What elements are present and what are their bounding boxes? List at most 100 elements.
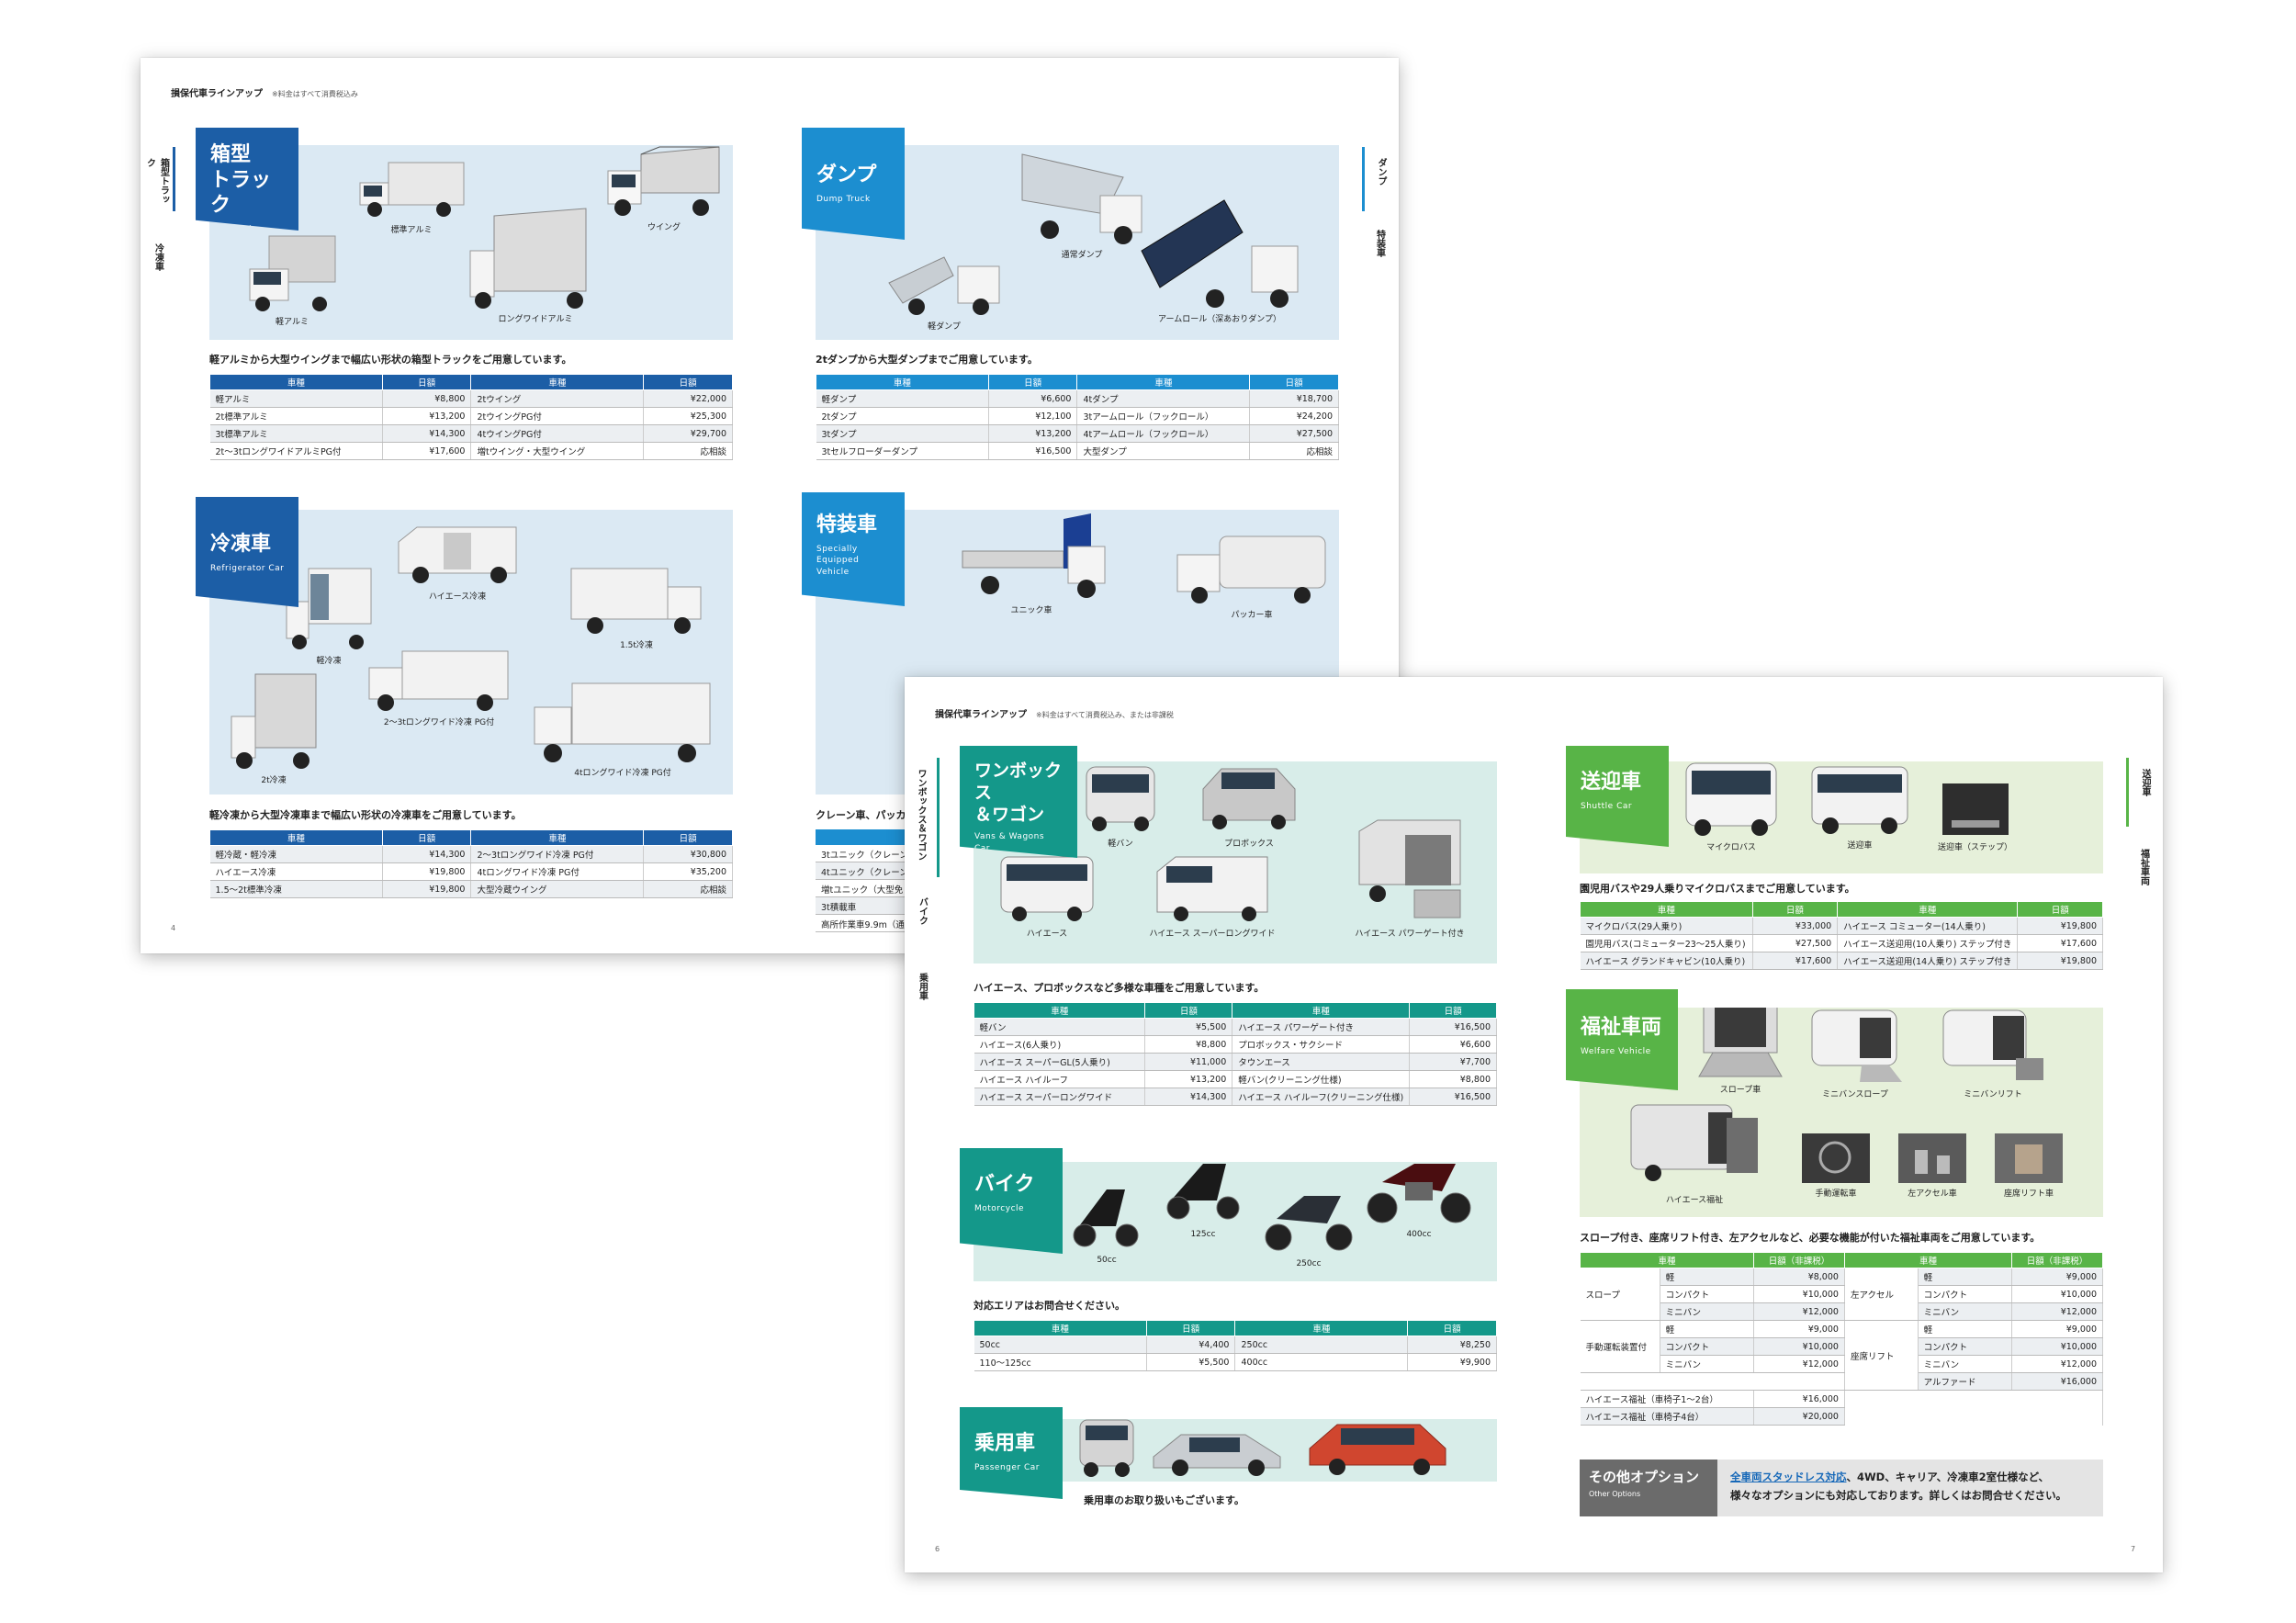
table-cell: ¥27,500 xyxy=(1752,934,1839,952)
table-header-cell: 日額 xyxy=(1751,901,1839,918)
vehicle-2t-cold: 2t冷凍 xyxy=(228,671,320,785)
table-cell: ¥8,250 xyxy=(1407,1336,1497,1354)
table-cell: ¥8,800 xyxy=(1144,1035,1233,1054)
box-truck-title: 箱型 トラックBox Truck xyxy=(196,128,298,231)
table-cell: ¥12,000 xyxy=(2011,1355,2103,1373)
table-cell: ¥19,800 xyxy=(2017,917,2103,935)
table-cell: スロープ xyxy=(1580,1268,1660,1321)
table-cell: 2tウイングPG付 xyxy=(470,407,645,425)
table-header-cell: 車種 xyxy=(470,374,645,390)
table-cell: アルファード xyxy=(1918,1372,2013,1391)
other-options-text: 全車両スタッドレス対応、4WD、キャリア、冷凍車2室仕様など、様々なオプションに… xyxy=(1717,1460,2103,1516)
table-cell: ミニバン xyxy=(1660,1355,1754,1373)
table-cell: ¥9,000 xyxy=(2011,1268,2103,1286)
table-header-cell: 日額 xyxy=(1144,1002,1233,1019)
index-tab-bike[interactable]: バイク xyxy=(917,897,928,925)
table-cell: 250cc xyxy=(1234,1336,1409,1354)
index-tab-welfare[interactable]: 福祉車両 xyxy=(2138,849,2149,885)
table-cell: 軽 xyxy=(1660,1320,1754,1338)
table-cell: ハイエース送迎用(10人乗り) ステップ付き xyxy=(1837,934,2019,952)
table-cell: ハイエース福祉（車椅子4台） xyxy=(1580,1407,1754,1426)
table-cell: ミニバン xyxy=(1918,1355,2013,1373)
table-cell: 2t標準アルミ xyxy=(209,407,383,425)
vehicle-long-wide-aluminum: ロングワイドアルミ xyxy=(467,205,604,324)
table-row: アルファード¥16,000 xyxy=(1580,1372,2103,1391)
table-header-cell: 日額 xyxy=(381,374,472,390)
table-cell: 軽バン xyxy=(974,1018,1146,1036)
table-cell: ハイエース グランドキャビン(10人乗り) xyxy=(1580,952,1753,970)
table-header-cell: 車種 xyxy=(209,374,383,390)
table-cell: ¥17,600 xyxy=(1752,952,1839,970)
table-header-cell: 車種 xyxy=(470,829,645,846)
table-cell: ¥5,500 xyxy=(1146,1353,1236,1371)
dump-description: 2tダンプから大型ダンプまでご用意しています。 xyxy=(816,354,1038,366)
table-cell: ¥16,000 xyxy=(1753,1390,1845,1408)
index-tab-van[interactable]: ワンボックス＆ワゴン xyxy=(905,758,940,877)
table-cell: ¥19,800 xyxy=(382,880,472,898)
table-cell: 軽 xyxy=(1918,1320,2013,1338)
table-cell: 手動運転装置付 xyxy=(1580,1320,1660,1373)
vehicle-unic: ユニック車 xyxy=(953,510,1109,615)
table-header-cell: 日額 xyxy=(1249,374,1339,390)
table-cell: ¥35,200 xyxy=(643,862,733,881)
table-cell: 応相談 xyxy=(1249,442,1339,460)
table-cell: 3tアームロール（フックロール） xyxy=(1076,407,1251,425)
table-header-cell: 日額 xyxy=(643,829,733,846)
table-cell: ¥14,300 xyxy=(382,424,472,443)
table-cell: 3t標準アルミ xyxy=(209,424,383,443)
table-header-cell: 日額 xyxy=(381,829,472,846)
vehicle-manual-drive: 手動運転車 xyxy=(1800,1132,1872,1199)
table-cell: ハイエース パワーゲート付き xyxy=(1232,1018,1411,1036)
table-cell: ¥16,500 xyxy=(1409,1088,1497,1106)
table-cell: プロボックス・サクシード xyxy=(1232,1035,1411,1054)
table-cell: ¥13,200 xyxy=(382,407,472,425)
table-cell: 軽冷蔵・軽冷凍 xyxy=(209,845,383,863)
table-cell: ¥16,500 xyxy=(1409,1018,1497,1036)
index-tab-refrigerator[interactable]: 冷凍車 xyxy=(152,243,163,271)
table-cell: ミニバン xyxy=(1660,1302,1754,1321)
table-cell: コンパクト xyxy=(1918,1337,2013,1356)
table-cell: ハイエース(6人乗り) xyxy=(974,1035,1146,1054)
passenger-car-2-icon xyxy=(1153,1434,1281,1476)
table-cell: 軽アルミ xyxy=(209,389,383,408)
page-header: 損保代車ラインアップ※料金はすべて消費税込み、または非課税 xyxy=(935,710,1174,720)
table-header-cell: 車種 xyxy=(1580,901,1753,918)
index-tab-passenger[interactable]: 乗用車 xyxy=(917,973,928,1000)
table-cell: 軽 xyxy=(1660,1268,1754,1286)
table-row: ハイエース福祉（車椅子4台）¥20,000 xyxy=(1580,1407,2104,1426)
table-cell: ¥27,500 xyxy=(1249,424,1339,443)
table-cell: ハイエース冷凍 xyxy=(209,862,383,881)
table-header-cell: 日額 xyxy=(643,374,733,390)
vehicle-light-van: 軽バン xyxy=(1079,761,1162,849)
table-cell: ¥11,000 xyxy=(1144,1053,1233,1071)
index-tab-dump[interactable]: ダンプ xyxy=(1362,147,1397,211)
table-cell: 4tアームロール（フックロール） xyxy=(1076,424,1251,443)
table-cell: コンパクト xyxy=(1660,1337,1754,1356)
table-cell: 2～3tロングワイド冷凍 PG付 xyxy=(470,845,645,863)
table-cell: ハイエース スーパーロングワイド xyxy=(974,1088,1146,1106)
passenger-car-1-icon xyxy=(1079,1419,1134,1477)
studless-link[interactable]: 全車両スタッドレス対応 xyxy=(1730,1471,1847,1483)
index-tab-shuttle[interactable]: 送迎車 xyxy=(2126,758,2161,827)
index-tab-box-truck[interactable]: 箱型トラック xyxy=(141,147,175,211)
table-cell: ハイエース福祉（車椅子1～2台） xyxy=(1580,1390,1754,1408)
passenger-description: 乗用車のお取り扱いもございます。 xyxy=(1084,1494,1244,1506)
special-description: クレーン車、パッカー xyxy=(816,809,917,821)
index-tab-special[interactable]: 特装車 xyxy=(1374,230,1385,257)
